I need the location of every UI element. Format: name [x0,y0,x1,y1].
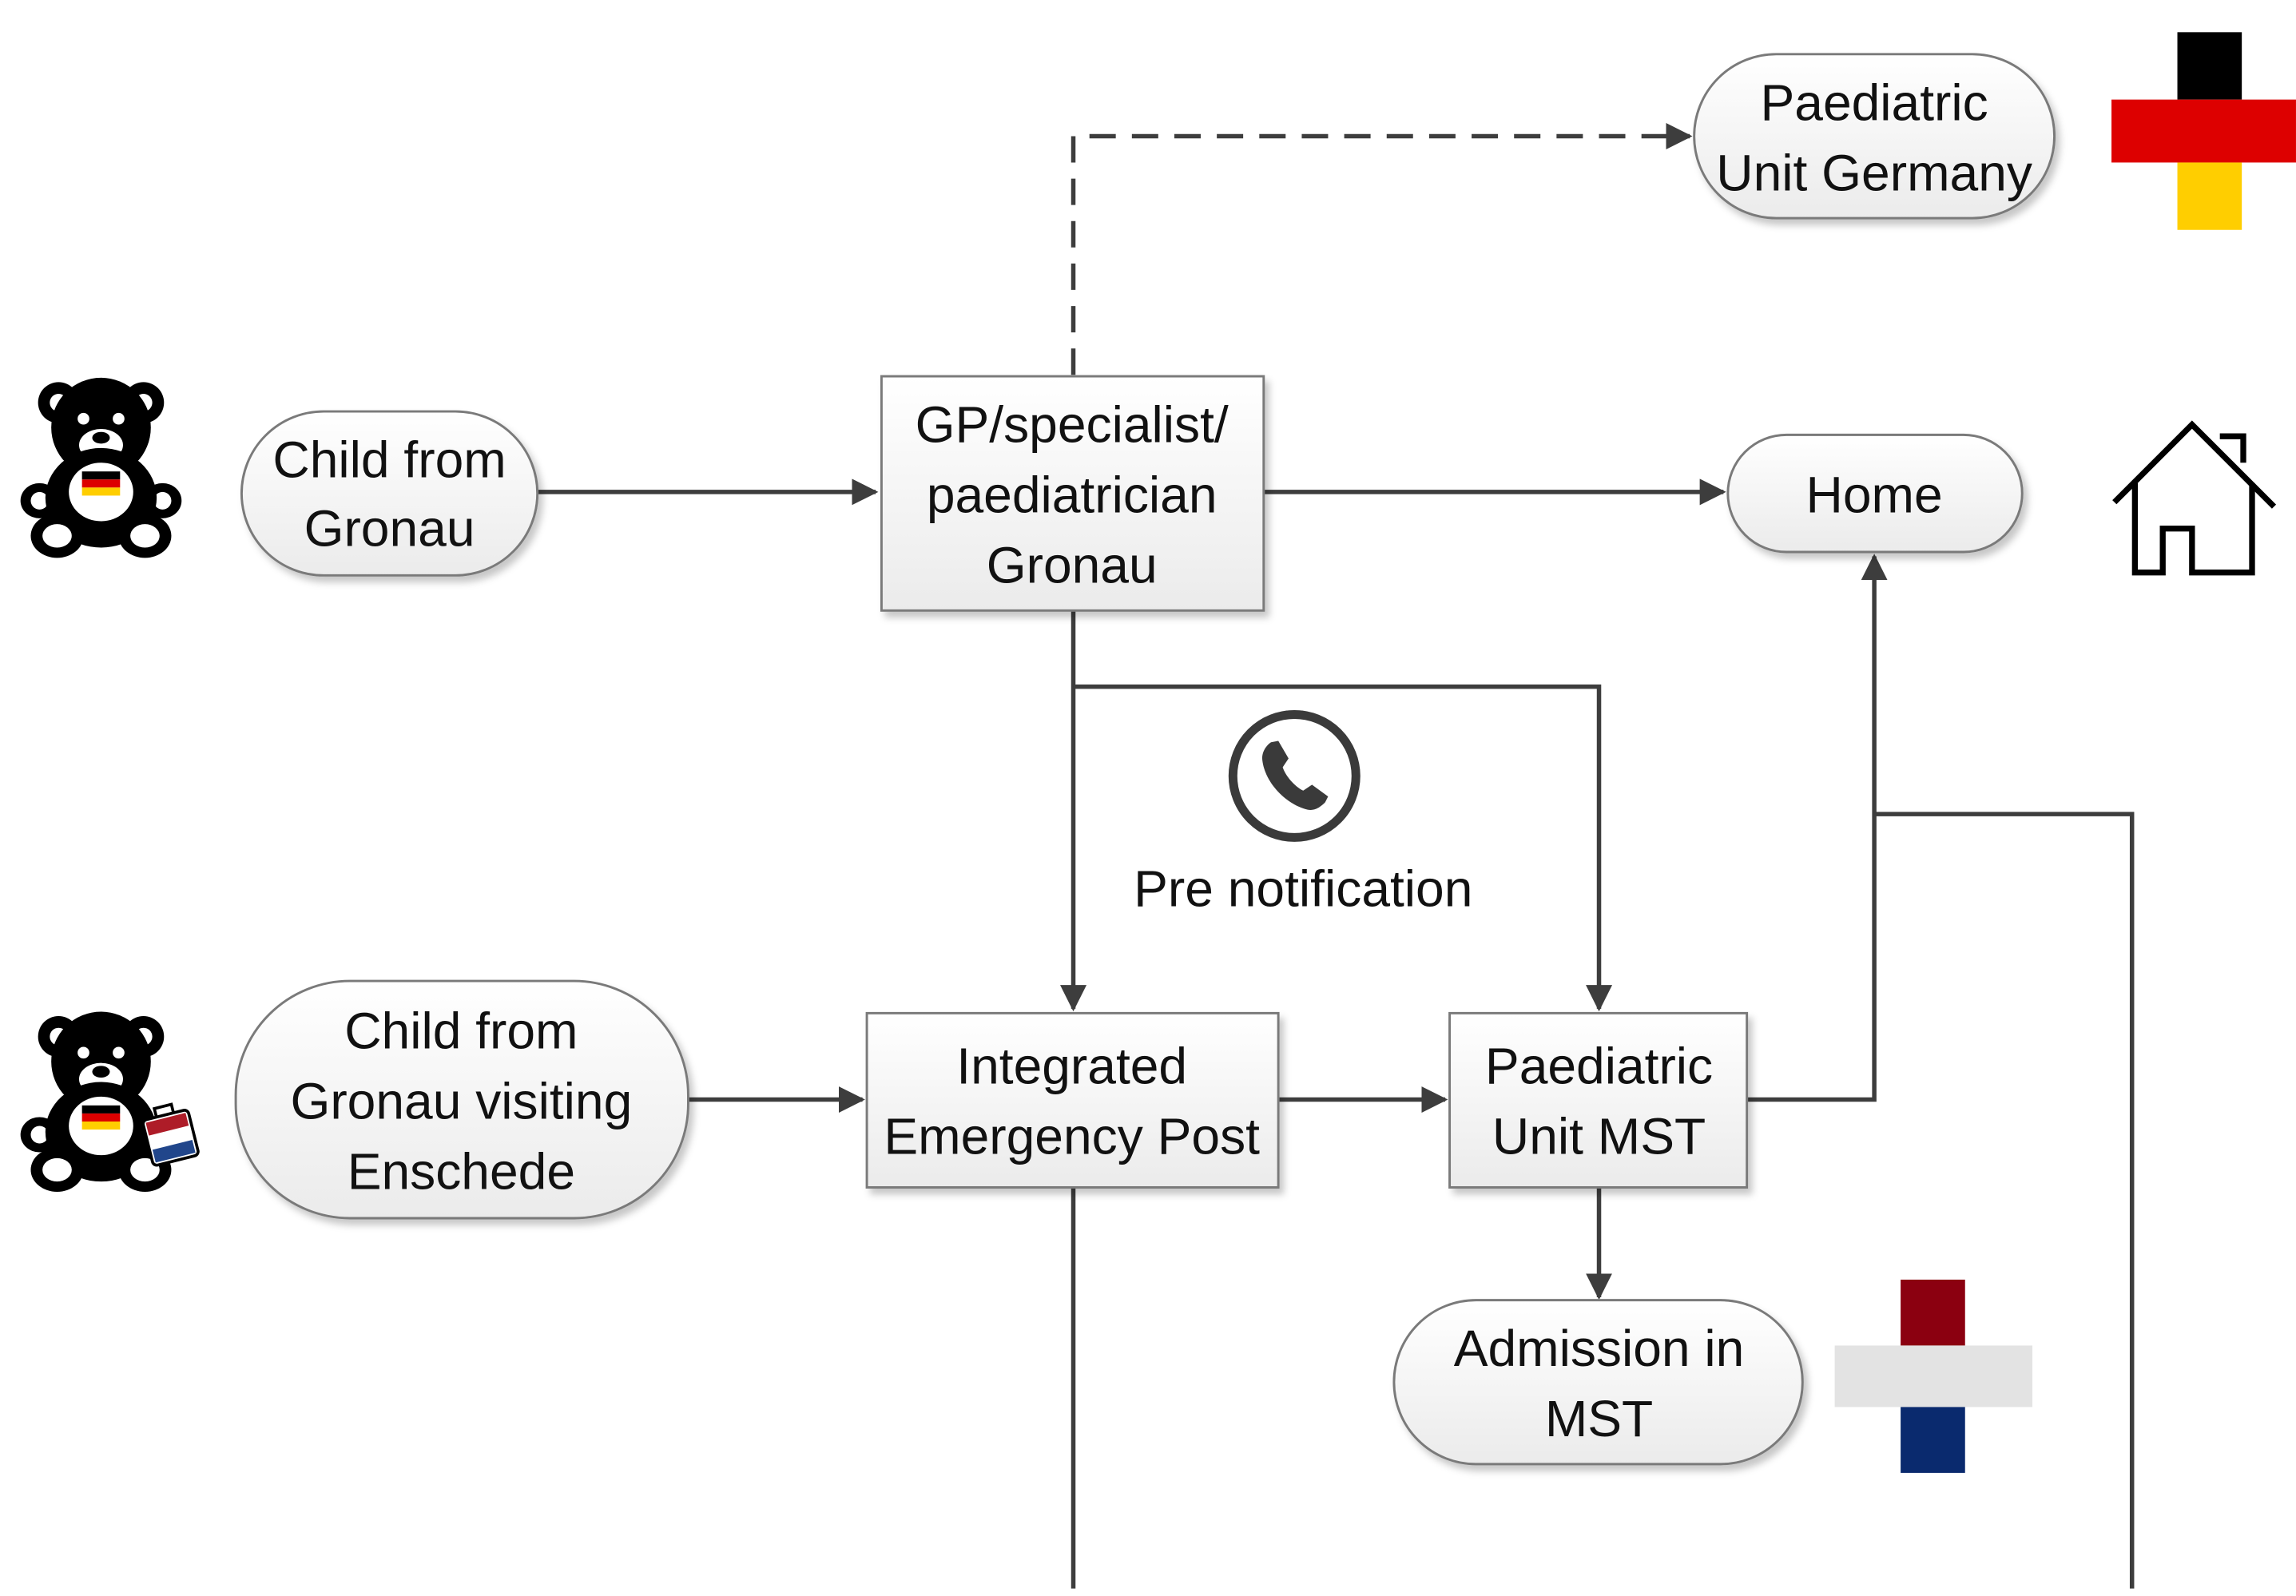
node-paed-mst-line-2: Unit MST [1492,1107,1706,1165]
dutch-flag-cross-icon [1834,1279,2033,1473]
node-child-visiting-line-2: Gronau visiting [290,1072,632,1130]
node-paed-germany-line-1: Paediatric [1760,73,1988,131]
node-gp-line-1: GP/specialist/ [916,396,1229,454]
node-paed-germany-line-2: Unit Germany [1716,144,2032,201]
node-gp-line-2: paediatrician [927,466,1218,524]
node-integrated-emergency-post[interactable]: Integrated Emergency Post [865,1011,1280,1189]
node-paed-mst-line-1: Paediatric [1485,1037,1713,1094]
node-gp-specialist-paediatrician[interactable]: GP/specialist/ paediatrician Gronau [880,375,1265,612]
german-flag-cross-icon [2111,32,2296,230]
edge-home-branch-down [1874,812,2135,1589]
node-home-label: Home [1806,466,1943,524]
house-icon [2112,420,2277,576]
pre-notification-label: Pre notification [1134,860,1472,918]
node-child-gronau-line-2: Gronau [304,500,475,558]
node-child-visiting-line-3: Enschede [348,1142,575,1200]
teddy-bear-with-suitcase-icon [20,1011,200,1192]
node-iep-line-1: Integrated [956,1037,1187,1094]
phone-icon [1228,709,1361,842]
node-child-gronau-line-1: Child from [272,431,506,489]
teddy-bear-icon [20,377,182,558]
node-paediatric-unit-mst[interactable]: Paediatric Unit MST [1448,1011,1749,1189]
edge-paediatric-unit-mst-to-home [1746,554,1888,1102]
node-iep-line-2: Emergency Post [884,1107,1260,1165]
suitcase-icon [141,1102,200,1167]
edge-gp-to-paediatric-unit-germany [1071,122,1693,375]
edges [537,122,2135,1589]
node-paediatric-unit-germany[interactable]: Paediatric Unit Germany [1693,53,2056,220]
node-admission-in-mst[interactable]: Admission in MST [1392,1299,1804,1466]
node-child-gronau[interactable]: Child from Gronau [240,410,539,577]
node-admission-line-2: MST [1545,1390,1653,1447]
edge-gp-to-paediatric-unit-mst [1073,684,1613,1012]
node-home[interactable]: Home [1726,433,2024,554]
node-child-visiting-line-1: Child from [344,1002,578,1059]
node-child-visiting-enschede[interactable]: Child from Gronau visiting Enschede [234,979,689,1220]
node-admission-line-1: Admission in [1454,1320,1745,1377]
node-gp-line-3: Gronau [987,536,1158,594]
